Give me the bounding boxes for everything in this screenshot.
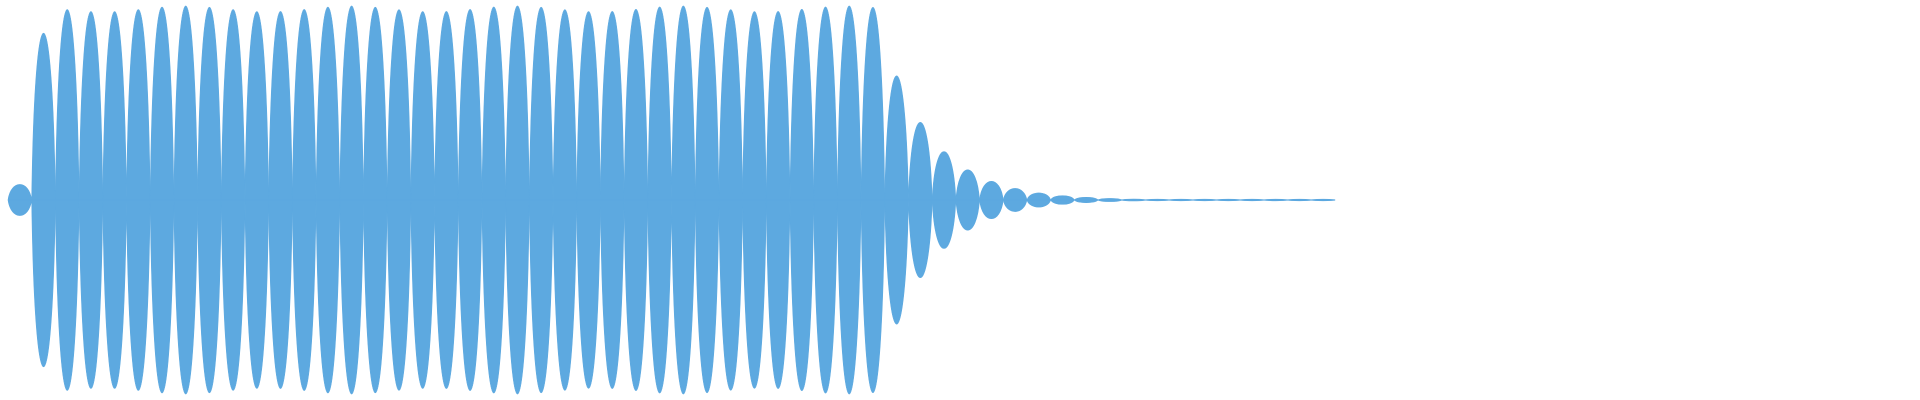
waveform-lobes	[7, 5, 1336, 395]
